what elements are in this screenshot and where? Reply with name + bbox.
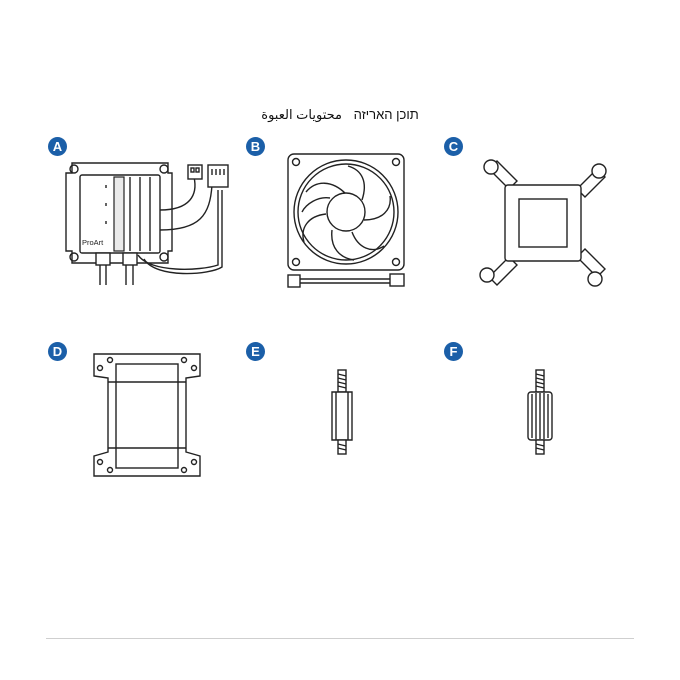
mounting-plate-illustration [88,352,208,480]
pump-block-illustration: ProArt [60,155,240,290]
knurled-standoff-illustration [520,366,560,462]
hex-standoff-illustration [322,366,362,462]
item-badge-c: C [444,137,463,156]
fan-illustration [282,150,412,290]
item-badge-b: B [246,137,265,156]
title-arabic: محتويات العبوة [261,107,342,122]
title-hebrew: תוכן האריזה [354,107,419,122]
proart-logo-text: ProArt [82,238,104,247]
backplate-bracket-illustration [478,158,608,288]
package-contents-title: תוכן האריזה محتويات العبوة [0,107,680,123]
item-badge-f: F [444,342,463,361]
footer-divider [46,638,634,639]
item-badge-a: A [48,137,67,156]
item-badge-d: D [48,342,67,361]
item-badge-e: E [246,342,265,361]
